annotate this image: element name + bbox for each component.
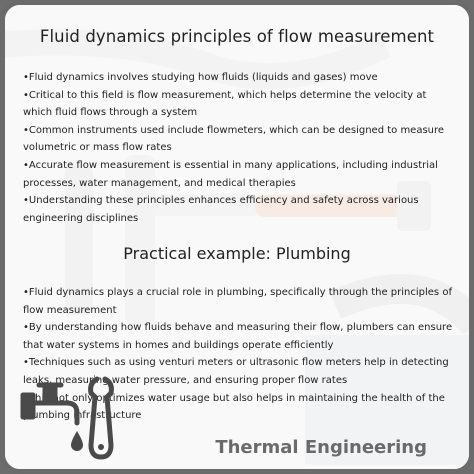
list-item: Common instruments used include flowmete… <box>23 122 453 157</box>
plumbing-list: Fluid dynamics plays a crucial role in p… <box>23 284 453 425</box>
page-title: Fluid dynamics principles of flow measur… <box>39 27 435 46</box>
section-subtitle: Practical example: Plumbing <box>123 244 351 263</box>
list-item: By understanding how fluids behave and m… <box>23 319 453 354</box>
faucet-icon <box>20 382 80 426</box>
principles-list: Fluid dynamics involves studying how flu… <box>23 69 453 227</box>
plumbing-logo <box>20 376 114 460</box>
list-item: Accurate flow measurement is essential i… <box>23 157 453 192</box>
water-drop-icon <box>71 431 83 451</box>
list-item: Understanding these principles enhances … <box>23 192 453 227</box>
list-item: Techniques such as using venturi meters … <box>23 354 453 389</box>
list-item: This not only optimizes water usage but … <box>23 390 453 425</box>
brand-wordmark: Thermal Engineering <box>215 437 427 458</box>
list-item: Fluid dynamics plays a crucial role in p… <box>23 284 453 319</box>
list-item: Critical to this field is flow measureme… <box>23 87 453 122</box>
list-item: Fluid dynamics involves studying how flu… <box>23 69 453 87</box>
wrench-icon <box>88 376 114 460</box>
